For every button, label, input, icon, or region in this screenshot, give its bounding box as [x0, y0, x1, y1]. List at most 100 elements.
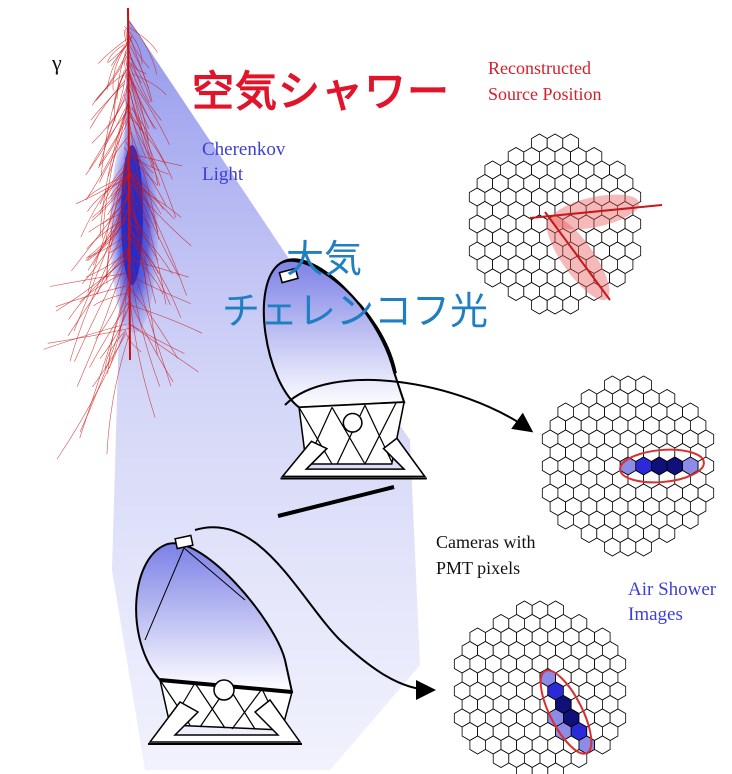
shower-track — [125, 172, 175, 220]
air-shower-images-label-line2: Images — [628, 604, 683, 625]
shower-track — [69, 230, 126, 362]
cherenkov-label-line1: Cherenkov — [202, 139, 286, 160]
shower-track — [87, 219, 126, 262]
shower-track — [79, 288, 129, 439]
shower-track — [124, 52, 143, 84]
shower-track — [97, 249, 128, 295]
pmt-pixel — [609, 268, 626, 288]
shower-track — [131, 106, 177, 218]
shower-track — [107, 285, 130, 375]
shower-track — [124, 257, 189, 278]
shower-track — [125, 107, 142, 131]
shower-track — [127, 293, 174, 382]
shower-track — [89, 299, 131, 368]
pmt-pixel — [546, 295, 564, 315]
pmt-pixel — [658, 524, 676, 543]
shower-track — [93, 291, 132, 306]
shower-track — [99, 78, 131, 166]
shower-track — [86, 213, 128, 259]
shower-track — [131, 165, 159, 233]
shower-track — [128, 21, 158, 75]
shower-track — [85, 119, 129, 201]
shower-track — [55, 254, 130, 312]
atmospheric-label-jp-line1: 大気 — [286, 237, 363, 281]
telescope-near — [135, 534, 302, 745]
shower-track — [131, 108, 173, 180]
shower-track — [50, 273, 127, 287]
shower-track — [129, 286, 178, 359]
shower-track — [123, 93, 160, 171]
pmt-pixel — [516, 762, 533, 774]
shower-track — [87, 172, 133, 293]
shower-track — [74, 247, 132, 362]
reconstructed-label-line2: Source Position — [488, 84, 602, 104]
shower-track — [130, 153, 183, 167]
air-shower-particle-tracks — [43, 7, 203, 460]
shower-track — [67, 245, 131, 336]
shower-track — [106, 330, 131, 455]
shower-track — [99, 301, 131, 359]
shower-track — [128, 229, 182, 318]
shower-track — [81, 215, 126, 284]
shower-track — [86, 217, 126, 250]
shower-track — [125, 63, 149, 142]
gamma-label: γ — [52, 50, 62, 75]
shower-track — [123, 147, 158, 186]
shower-track — [131, 278, 160, 387]
shower-track — [80, 163, 125, 238]
shower-axis-line — [544, 211, 611, 301]
pmt-pixel — [557, 510, 574, 530]
shower-track — [128, 153, 169, 175]
pmt-pixel — [580, 524, 598, 543]
shower-track — [95, 56, 127, 102]
shower-track — [88, 209, 129, 233]
shower-track — [105, 330, 126, 369]
shower-track — [86, 251, 129, 278]
shower-track — [114, 68, 128, 122]
atmospheric-label-jp-line2: チェレンコフ光 — [222, 289, 489, 333]
shower-track — [68, 254, 131, 320]
shower-track — [131, 172, 187, 296]
shower-track — [130, 228, 171, 306]
pmt-pixel — [547, 762, 564, 774]
cherenkov-label-line2: Light — [202, 164, 244, 185]
shower-track — [129, 146, 167, 206]
telescope-far-rim — [277, 485, 395, 518]
arrow-near-camera-to-image — [194, 526, 436, 700]
shower-track — [89, 80, 126, 129]
shower-track — [92, 333, 126, 388]
shower-track — [90, 83, 125, 121]
shower-track — [118, 155, 128, 204]
pmt-pixel — [635, 537, 652, 557]
shower-track — [127, 41, 153, 102]
shower-track — [126, 235, 159, 274]
shower-track — [100, 69, 125, 177]
shower-track — [104, 149, 131, 245]
pmt-pixel — [604, 537, 621, 557]
pmt-pixel — [619, 537, 637, 557]
shower-track — [85, 108, 126, 176]
shower-track — [129, 27, 158, 53]
pmt-pixel — [492, 749, 510, 768]
shower-axis — [127, 7, 131, 361]
hillas-ellipse — [619, 448, 705, 484]
shower-track — [95, 276, 126, 340]
shower-track — [91, 176, 127, 218]
shower-track — [76, 248, 130, 387]
pmt-pixel — [531, 295, 548, 315]
shower-track — [91, 99, 126, 144]
shower-track — [56, 332, 125, 460]
shower-track — [127, 79, 159, 186]
camera-image-reconstructed — [468, 133, 663, 315]
shower-track — [87, 232, 128, 258]
pmt-pixel — [562, 295, 579, 315]
air-shower-images-label-line1: Air Shower — [628, 579, 717, 600]
reconstructed-label-line1: Reconstructed — [488, 58, 591, 78]
shower-track — [123, 184, 159, 261]
shower-track — [125, 303, 203, 334]
pmt-pixel — [682, 510, 699, 530]
shower-track — [92, 208, 131, 266]
arrow-far-camera-to-image — [284, 379, 534, 433]
shower-track — [129, 64, 162, 121]
